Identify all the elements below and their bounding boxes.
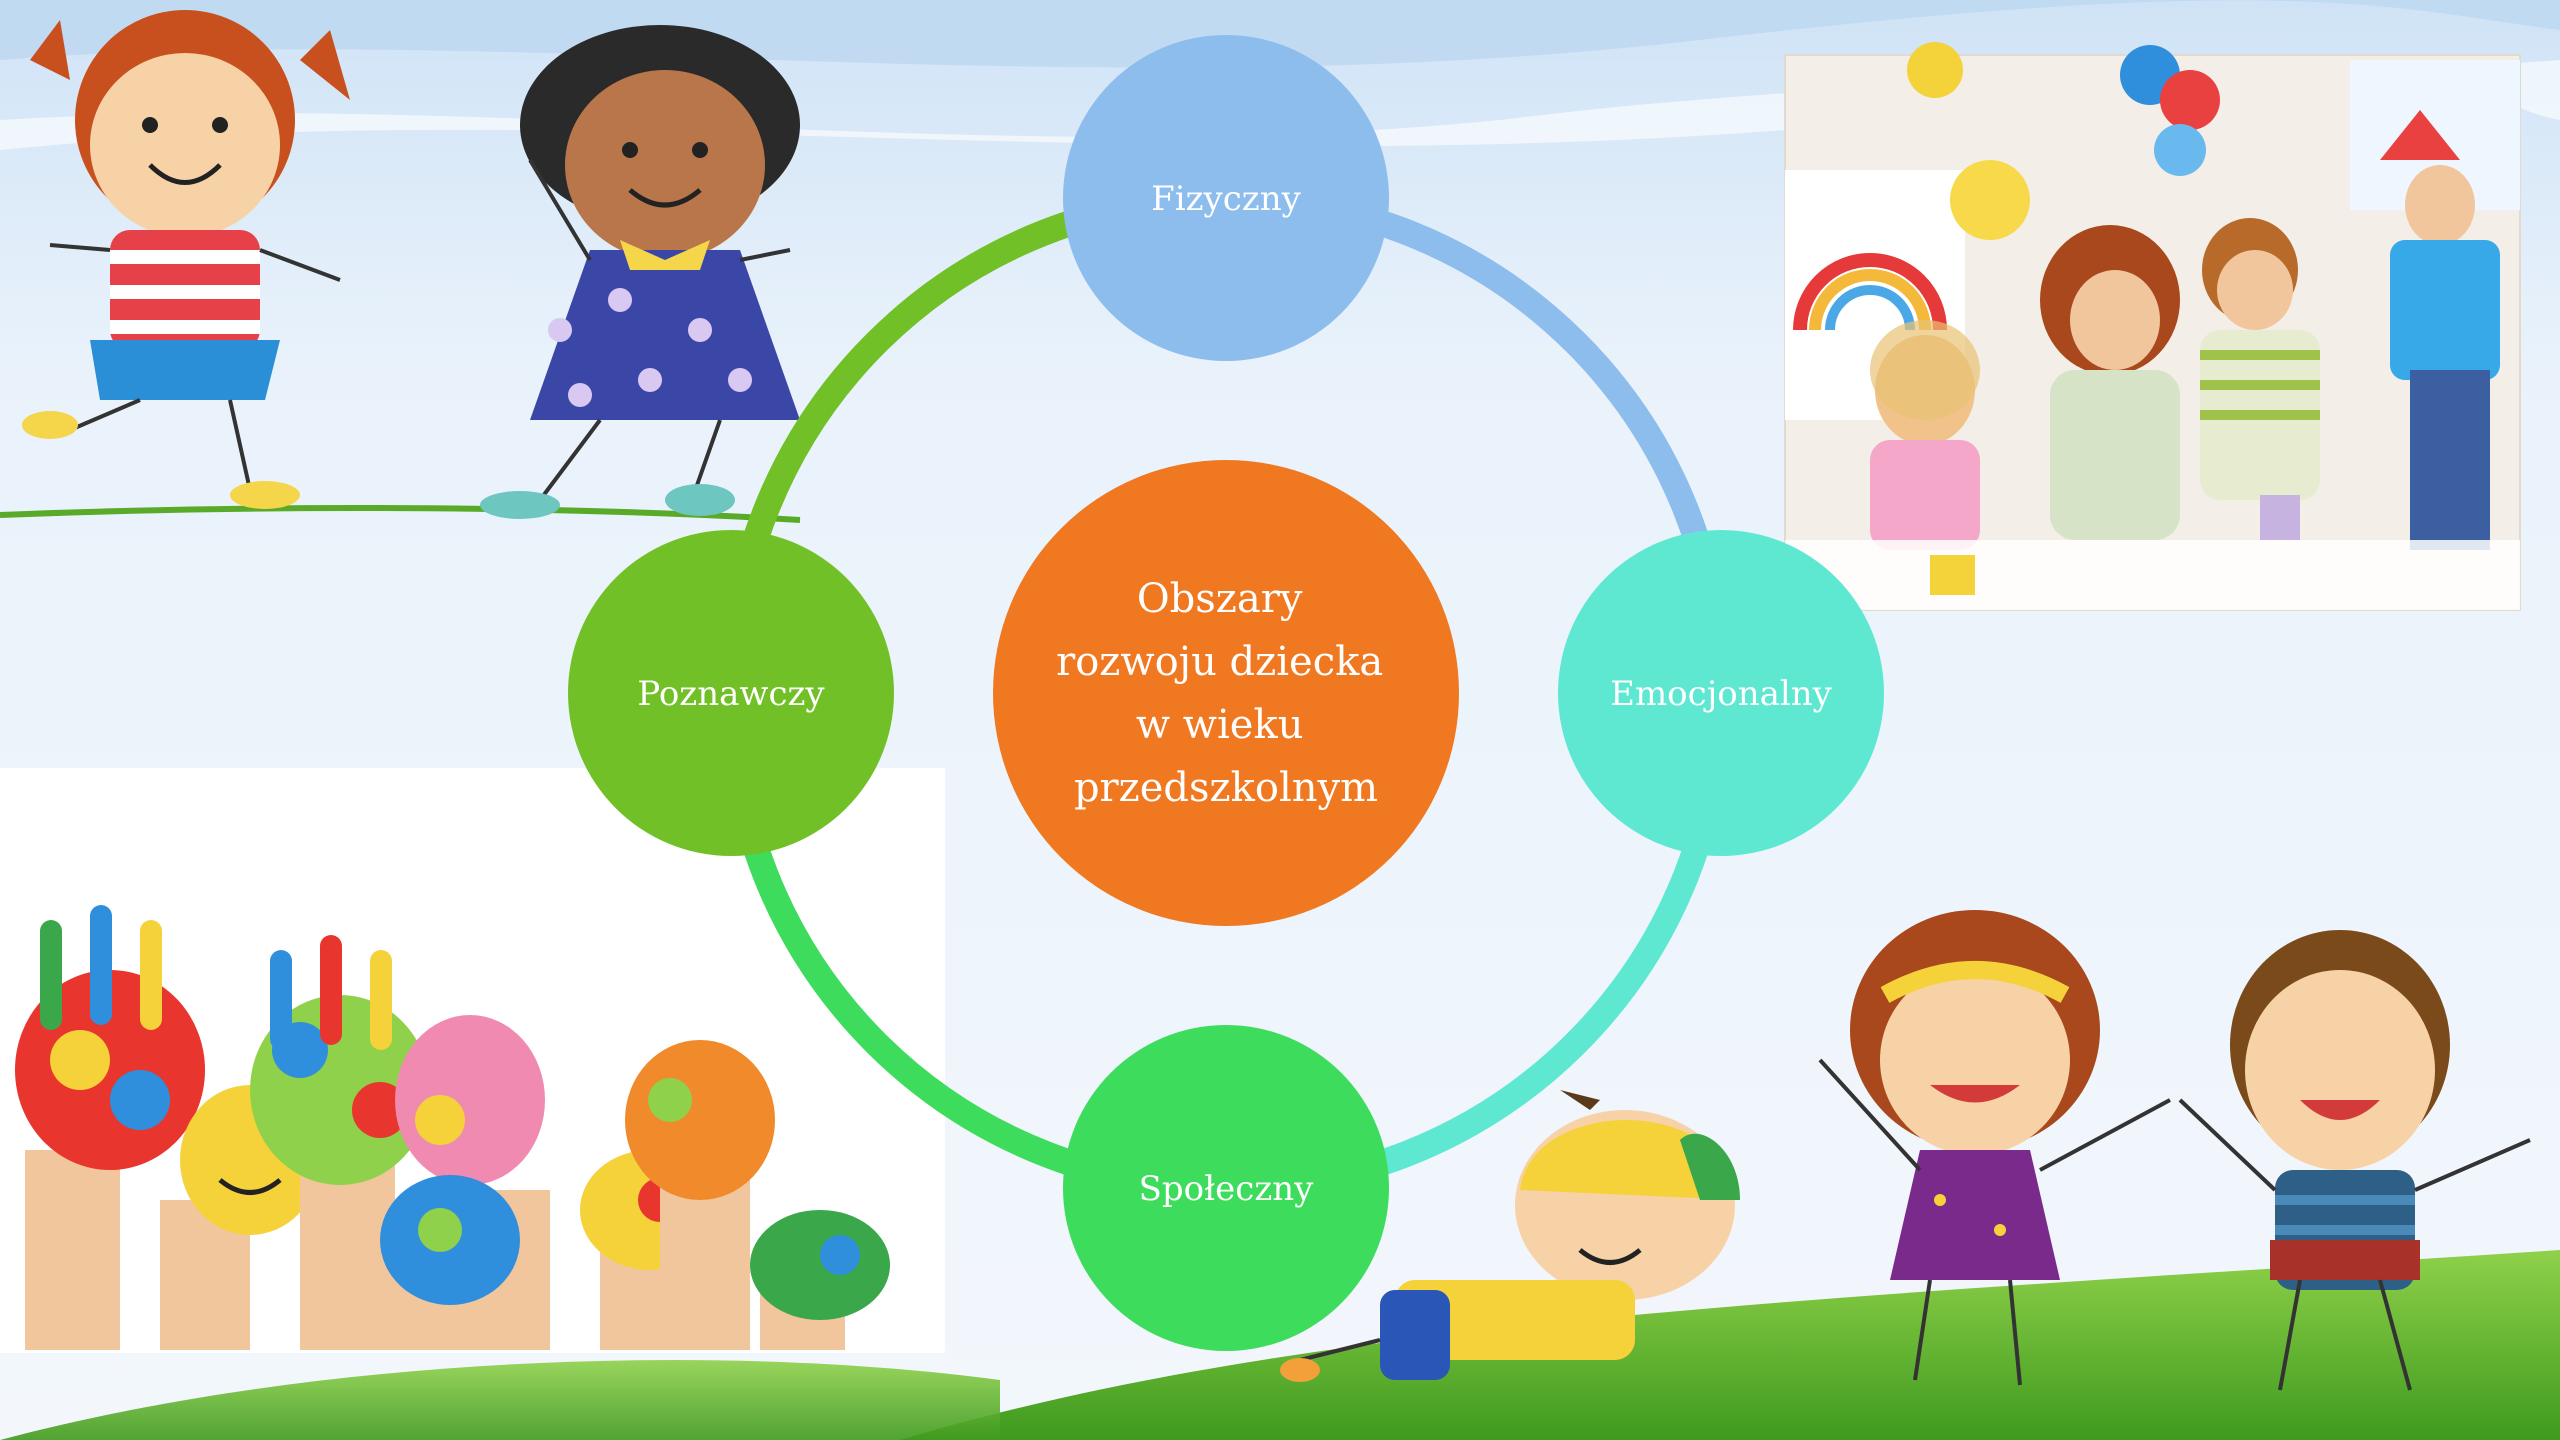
center-label-line: Obszary: [1137, 576, 1303, 622]
cycle-node: Emocjonalny: [1558, 530, 1884, 856]
painted-hand: [15, 905, 205, 1350]
center-label-line: przedszkolnym: [1074, 765, 1378, 811]
painted-hand: [380, 1175, 520, 1350]
cycle-node-label: Fizyczny: [1151, 179, 1301, 219]
center-label-line: w wieku: [1136, 702, 1304, 748]
cartoon-girl-right: [480, 25, 800, 519]
painted-hand: [250, 935, 430, 1350]
painted-hands-photo: [0, 768, 945, 1353]
cartoon-boy-hill: [2178, 930, 2531, 1391]
cycle-node-circle: [1063, 35, 1389, 361]
center-label-line: rozwoju dziecka: [1056, 639, 1383, 685]
center-label: Obszary rozwoju dziecka w wieku przedszk…: [1056, 576, 1396, 811]
cartoon-girl-left: [22, 10, 350, 509]
cycle-node: Poznawczy: [568, 530, 894, 856]
cartoon-children-illustration: [1280, 910, 2531, 1391]
cartoon-boy-lying: [1280, 1090, 1740, 1382]
painted-hand: [160, 1085, 320, 1350]
children-painting-photo: [1784, 42, 2521, 611]
painted-hand: [750, 1210, 890, 1350]
cartoon-girl-hill: [1818, 910, 2171, 1386]
cycle-node-circle: [568, 530, 894, 856]
painted-hand: [625, 1040, 775, 1350]
cycle-node-circle: [1063, 1025, 1389, 1351]
cartoon-girls-illustration: [0, 10, 801, 523]
cycle-node-label: Emocjonalny: [1610, 674, 1833, 714]
cycle-node-label: Społeczny: [1139, 1169, 1315, 1209]
cycle-node: Fizyczny: [1063, 35, 1389, 361]
cycle-node: Społeczny: [1063, 1025, 1389, 1351]
center-node: Obszary rozwoju dziecka w wieku przedszk…: [993, 460, 1459, 926]
center-circle: [993, 460, 1459, 926]
cycle-node-label: Poznawczy: [637, 674, 825, 714]
cycle-node-circle: [1558, 530, 1884, 856]
